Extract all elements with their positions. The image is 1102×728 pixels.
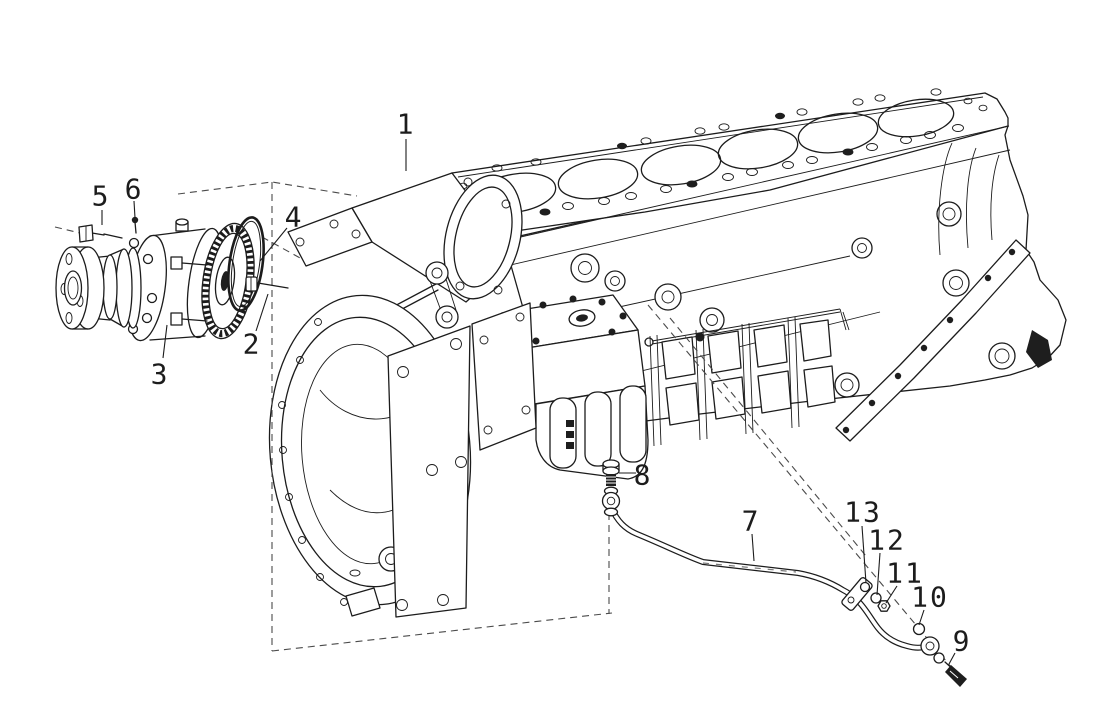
callout-12-leader bbox=[876, 552, 881, 596]
bolt-5 bbox=[78, 224, 123, 243]
callout-6-leader bbox=[133, 200, 136, 219]
nut-11 bbox=[877, 600, 891, 612]
clamp-bolt bbox=[859, 581, 871, 593]
washer-9a bbox=[933, 652, 945, 664]
callout-2: 2 bbox=[243, 328, 262, 361]
washer-12 bbox=[870, 592, 882, 604]
callout-8: 8 bbox=[634, 459, 653, 492]
bolt-8 bbox=[602, 459, 620, 486]
engine-block bbox=[439, 88, 1067, 480]
pump-mount-ring bbox=[443, 174, 523, 300]
callout-13-leader bbox=[861, 525, 867, 584]
end-gasket-plate bbox=[834, 201, 1052, 442]
callout-2-leader bbox=[255, 293, 269, 332]
pipe-lower-banjo-eye bbox=[920, 636, 940, 656]
block-bosses bbox=[570, 237, 873, 342]
callout-4: 4 bbox=[285, 201, 304, 234]
callout-3: 3 bbox=[151, 358, 170, 391]
callout-7: 7 bbox=[742, 505, 761, 538]
callout-4-leader bbox=[259, 227, 288, 262]
alignment-dashed-lines bbox=[54, 181, 953, 669]
callout-5: 5 bbox=[92, 180, 111, 213]
callout-3-leader bbox=[162, 324, 168, 359]
housing-top-plate bbox=[287, 207, 373, 267]
callout-10-leader bbox=[918, 609, 925, 626]
callout-11-leader bbox=[885, 585, 898, 604]
callout-9-leader bbox=[948, 652, 956, 665]
pump-studs bbox=[170, 256, 208, 326]
callout-6: 6 bbox=[125, 173, 144, 206]
callout-7-leader bbox=[751, 533, 755, 562]
housing-bracket bbox=[371, 261, 459, 329]
cylinder-bores bbox=[475, 98, 955, 214]
leader-lines bbox=[101, 139, 956, 665]
washer-8b bbox=[603, 507, 619, 517]
callout-11: 11 bbox=[886, 557, 924, 590]
coupling-flange bbox=[55, 246, 105, 330]
callout-12: 12 bbox=[868, 524, 906, 557]
bolt-2 bbox=[245, 276, 289, 292]
callout-9: 9 bbox=[953, 625, 972, 658]
pipe-upper-banjo-eye bbox=[601, 491, 621, 511]
housing-front-plate bbox=[387, 325, 471, 618]
flywheel-housing bbox=[268, 172, 537, 618]
callout-10: 10 bbox=[911, 581, 949, 614]
housing-side-plate bbox=[471, 302, 537, 451]
crankcase-windows bbox=[649, 316, 836, 447]
banjo-bolt-9 bbox=[944, 661, 967, 687]
callout-13: 13 bbox=[844, 496, 882, 529]
callout-1: 1 bbox=[397, 108, 416, 141]
o-ring bbox=[227, 216, 265, 312]
screw-6 bbox=[131, 216, 139, 234]
washer-10 bbox=[912, 622, 926, 636]
deck-holes bbox=[458, 88, 988, 223]
